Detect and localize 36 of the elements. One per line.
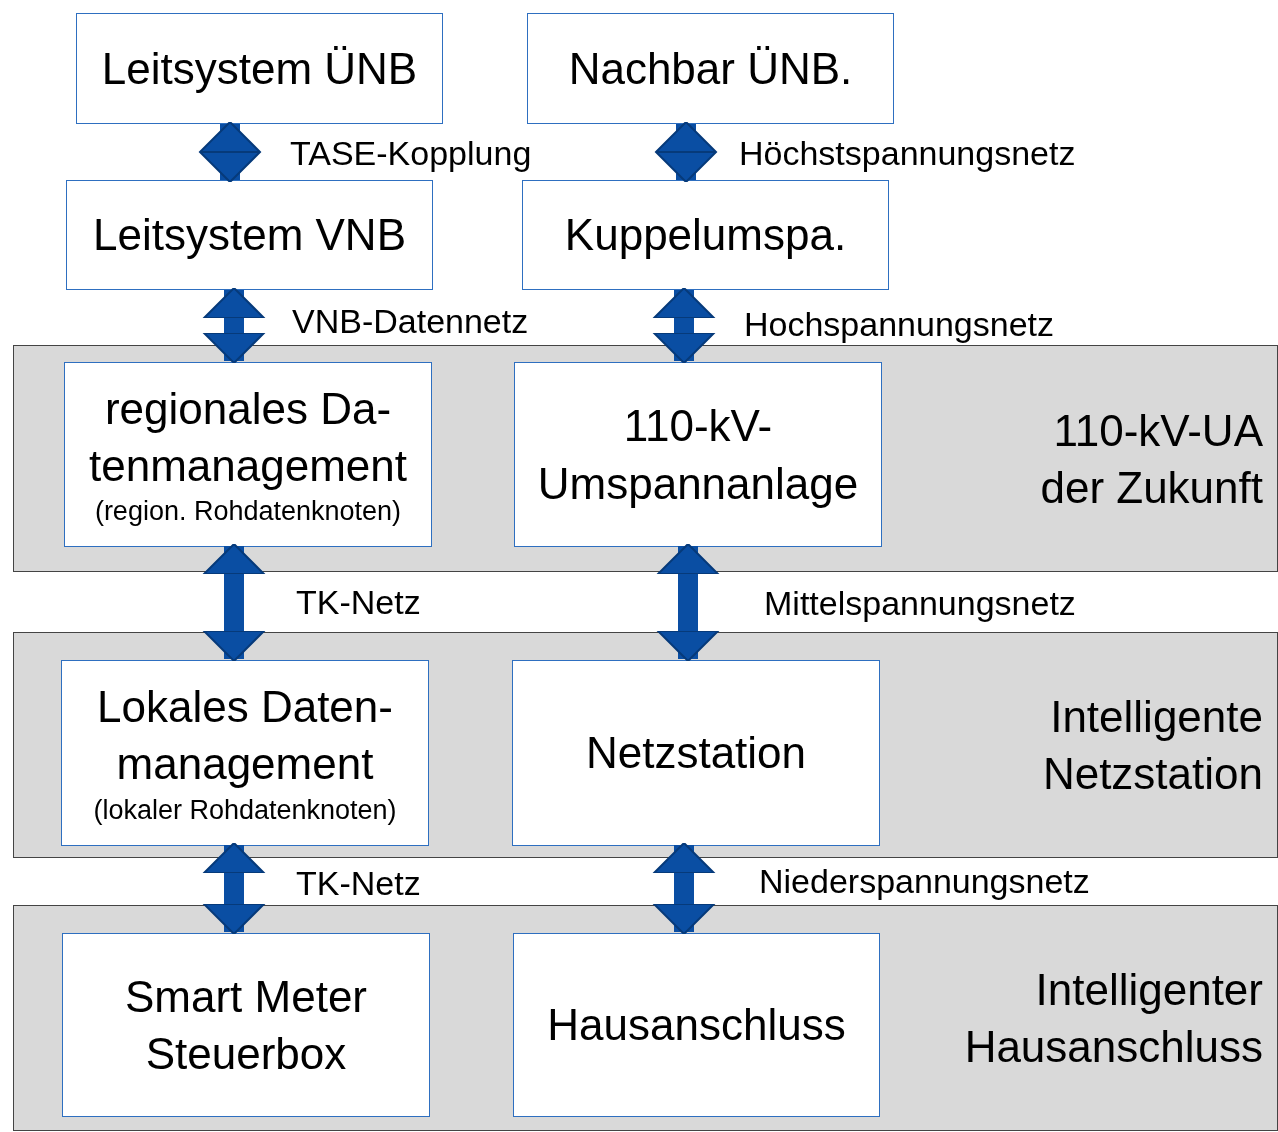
component-box <box>61 660 429 846</box>
component-box <box>76 13 443 124</box>
double-arrow <box>203 543 265 662</box>
double-arrow <box>203 842 265 935</box>
double-arrow <box>655 121 717 183</box>
box-title: Nachbar ÜNB. <box>568 42 853 95</box>
component-box <box>66 180 433 290</box>
component-box <box>522 180 889 290</box>
layer-band <box>13 345 1278 572</box>
layer-title: Intelligente Netzstation <box>1041 690 1263 800</box>
component-box <box>513 933 880 1117</box>
layer-band <box>13 632 1278 858</box>
box-subtitle: (lokaler Rohdatenknoten) <box>93 793 397 827</box>
box-title: Kuppelumspa. <box>564 209 847 262</box>
double-arrow <box>657 543 719 662</box>
layer-band <box>13 905 1278 1131</box>
component-box <box>512 660 880 846</box>
box-title: regionales Da- tenmanagement <box>88 382 408 492</box>
box-title: Leitsystem ÜNB <box>101 42 418 95</box>
box-title: 110-kV- Umspannanlage <box>536 400 860 510</box>
box-title: Lokales Daten- management <box>96 681 394 791</box>
double-arrow <box>199 121 261 183</box>
box-subtitle: (region. Rohdatenknoten) <box>94 495 402 529</box>
double-arrow <box>203 287 265 364</box>
component-box <box>62 933 430 1117</box>
box-title: Hausanschluss <box>547 999 846 1052</box>
component-box <box>64 362 432 547</box>
double-arrow <box>653 287 715 364</box>
component-box <box>514 362 882 547</box>
layer-title: 110-kV-UA der Zukunft <box>1039 404 1263 514</box>
box-title: Netzstation <box>585 727 807 780</box>
box-title: Smart Meter Steuerbox <box>123 970 368 1080</box>
component-box <box>527 13 894 124</box>
box-title: Leitsystem VNB <box>93 209 406 262</box>
layer-title: Intelligenter Hausanschluss <box>963 963 1263 1073</box>
double-arrow <box>653 842 715 935</box>
